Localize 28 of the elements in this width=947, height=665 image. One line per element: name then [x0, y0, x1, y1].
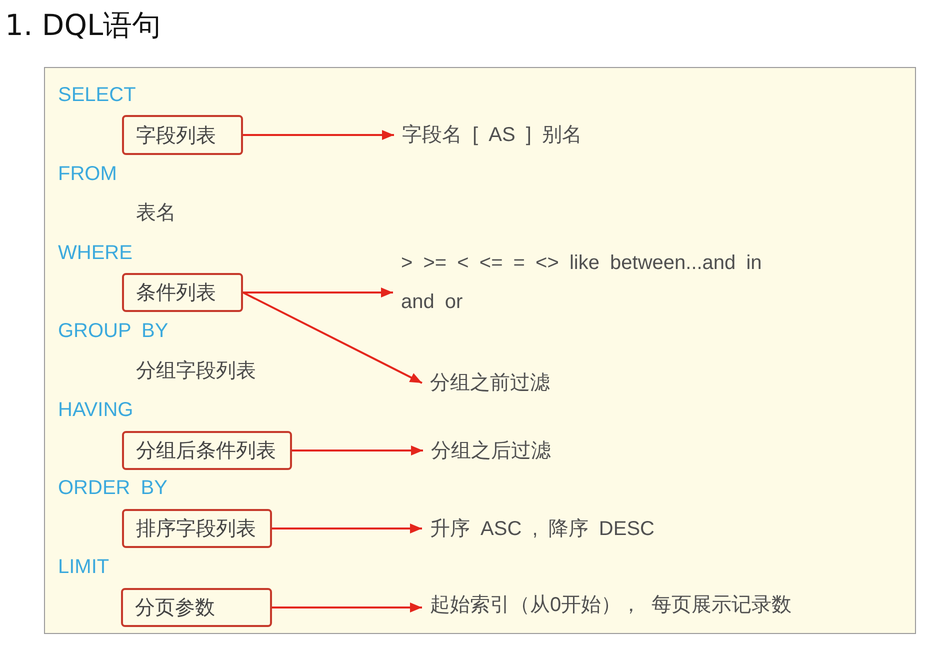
clause-item: 表名	[136, 201, 176, 225]
arrow	[292, 446, 423, 456]
arrow	[243, 288, 393, 298]
outlined-term: 排序字段列表	[122, 509, 272, 548]
syntax-panel	[44, 67, 916, 634]
sql-keyword: HAVING	[58, 398, 134, 422]
arrow	[242, 292, 422, 384]
outlined-term: 分页参数	[121, 588, 272, 627]
description-text: 起始索引（从0开始）， 每页展示记录数	[430, 592, 792, 618]
description-text: 分组之前过滤	[430, 370, 550, 396]
clause-item: 分组字段列表	[136, 359, 256, 383]
description-text: 分组之后过滤	[431, 438, 551, 464]
sql-keyword: SELECT	[58, 83, 136, 107]
sql-keyword: ORDER BY	[58, 476, 168, 500]
title: 1. DQL语句	[5, 7, 162, 44]
sql-keyword: LIMIT	[58, 555, 110, 579]
arrow	[272, 524, 422, 534]
outlined-term: 字段列表	[122, 115, 243, 155]
description-text: 升序 ASC , 降序 DESC	[430, 516, 654, 542]
sql-keyword: WHERE	[58, 241, 132, 265]
arrow	[243, 130, 394, 140]
description-text: > >= < <= = <> like between...and in and or	[401, 244, 801, 322]
sql-keyword: FROM	[58, 162, 117, 186]
outlined-term: 分组后条件列表	[122, 431, 292, 470]
description-text: 字段名 [ AS ] 别名	[402, 122, 582, 148]
arrow	[272, 602, 422, 612]
outlined-term: 条件列表	[122, 273, 243, 312]
sql-keyword: GROUP BY	[58, 319, 168, 343]
